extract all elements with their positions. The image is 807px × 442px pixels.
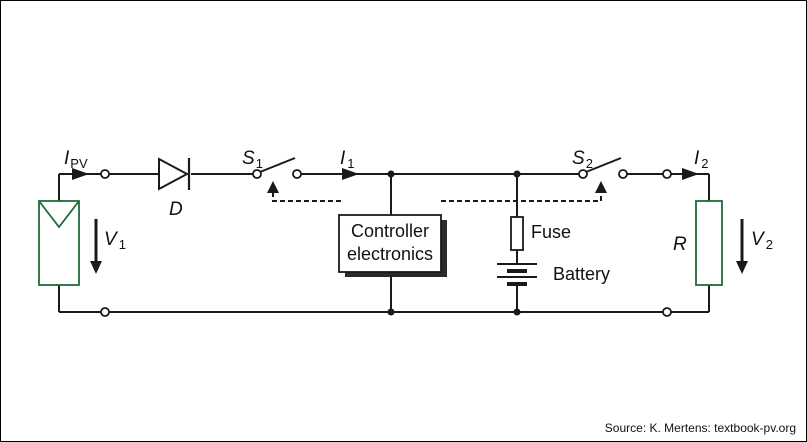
ipv-arrow: [72, 168, 89, 180]
switch-s2: [578, 157, 628, 179]
label-ipv: IPV: [64, 148, 88, 171]
v2-arrow: [736, 219, 748, 274]
source-credit: Source: K. Mertens: textbook-pv.org: [605, 421, 796, 435]
switch-s1: [252, 157, 302, 179]
battery: [497, 263, 537, 286]
controller-box: [338, 214, 447, 277]
i2-arrow: [682, 168, 699, 180]
pv-module: [38, 200, 80, 286]
i1-arrow: [342, 168, 359, 180]
junctions: [387, 170, 521, 316]
v1-arrow: [90, 219, 102, 274]
label-s2: S2: [572, 148, 593, 171]
label-diode: D: [169, 199, 183, 220]
diode: [158, 157, 191, 191]
label-resistor: R: [673, 234, 687, 255]
resistor: [695, 200, 723, 286]
fuse: [510, 216, 524, 251]
label-fuse: Fuse: [531, 222, 571, 242]
terminals: [100, 169, 672, 317]
control-lines: [272, 191, 602, 202]
label-battery: Battery: [553, 264, 610, 284]
control-arrowheads: [267, 181, 607, 193]
label-s1: S1: [242, 148, 263, 171]
controller-label-line2: electronics: [347, 244, 433, 264]
controller-label-line1: Controller: [351, 221, 429, 241]
